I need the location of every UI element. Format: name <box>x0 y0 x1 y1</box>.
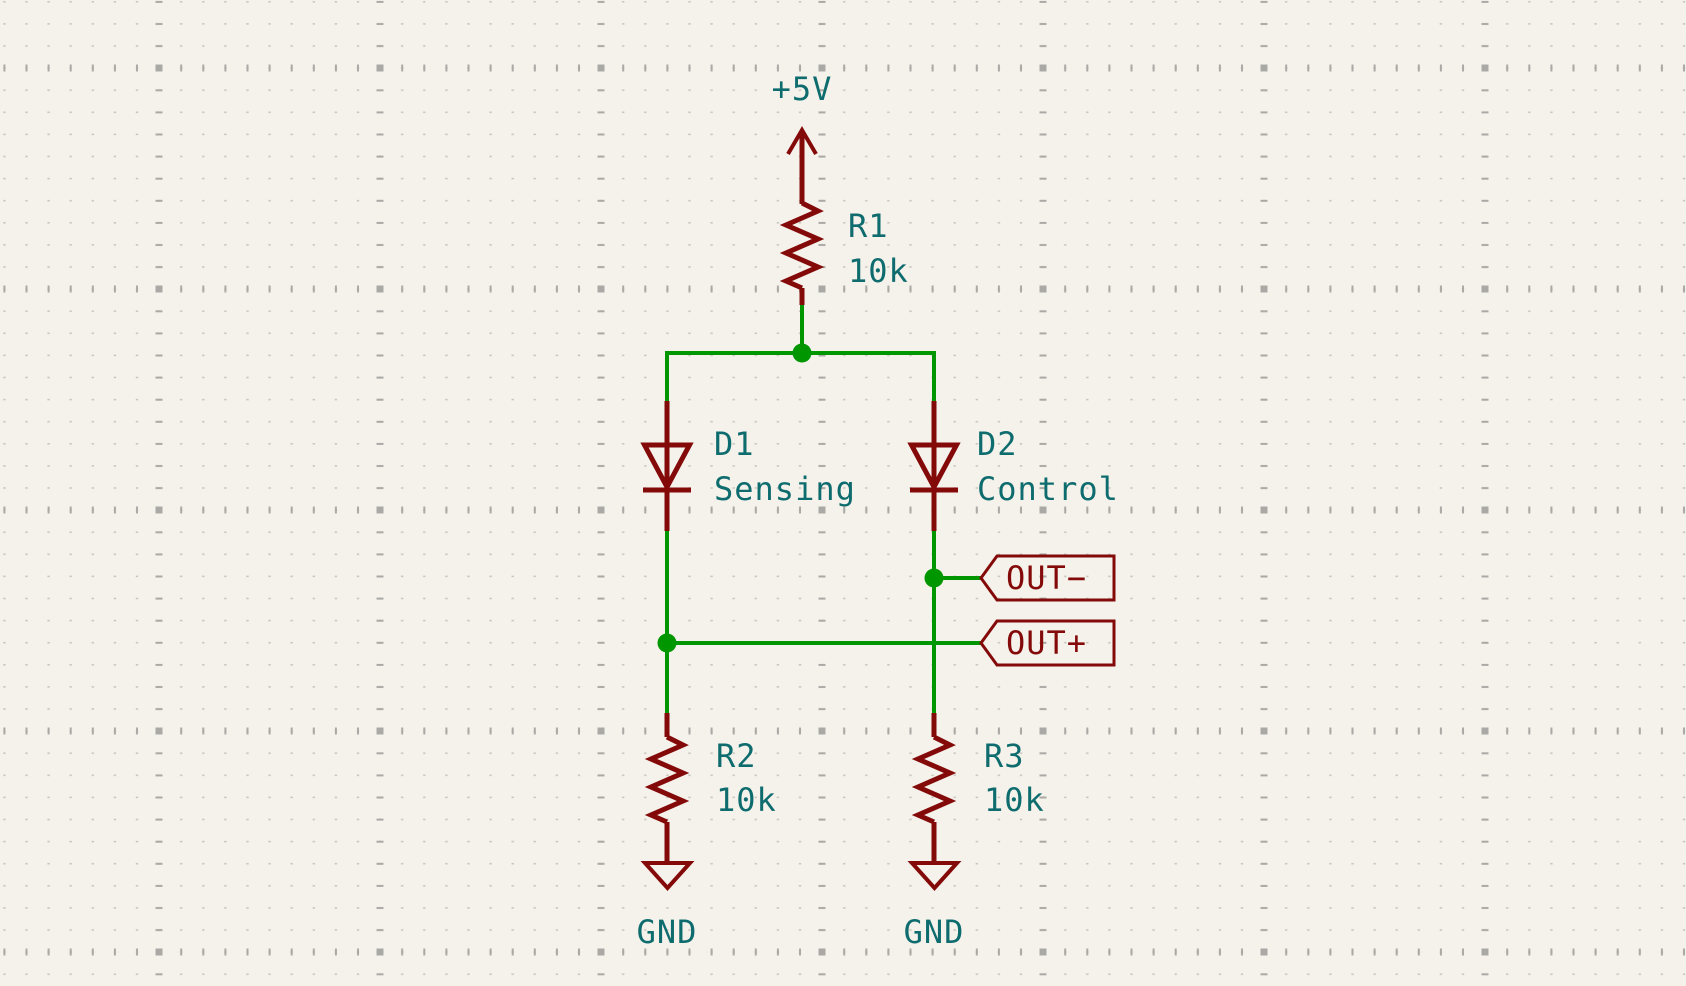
resistor-r1[interactable]: R1 10k <box>779 200 909 305</box>
power-symbol-5v[interactable]: +5V <box>772 70 833 204</box>
diode-d1-triangle <box>640 442 694 493</box>
gnd-left-label[interactable]: GND <box>637 913 698 951</box>
resistor-r2-body <box>644 734 690 825</box>
junction-out-plus[interactable] <box>657 633 677 653</box>
resistor-r3[interactable]: R3 10k <box>911 713 1045 863</box>
gnd-left-triangle-icon <box>640 861 695 891</box>
junction-bus[interactable] <box>792 343 812 363</box>
diode-d2-triangle <box>907 442 961 493</box>
power-5v-label[interactable]: +5V <box>772 70 833 108</box>
r1-reference[interactable]: R1 <box>848 207 889 245</box>
global-label-out-minus-outline <box>979 554 1116 602</box>
gnd-right-label[interactable]: GND <box>904 913 965 951</box>
r2-value[interactable]: 10k <box>716 781 777 819</box>
r2-reference[interactable]: R2 <box>716 737 757 775</box>
d1-value[interactable]: Sensing <box>714 470 856 508</box>
d2-reference[interactable]: D2 <box>977 425 1018 463</box>
power-symbol-gnd-left[interactable]: GND <box>637 861 698 951</box>
power-5v-arrow-icon <box>786 126 818 156</box>
d2-value[interactable]: Control <box>977 470 1119 508</box>
junction-out-minus[interactable] <box>924 568 944 588</box>
global-label-out-minus-text[interactable]: OUT− <box>1006 559 1087 597</box>
global-label-out-plus-text[interactable]: OUT+ <box>1006 624 1087 662</box>
resistor-r2[interactable]: R2 10k <box>644 713 777 863</box>
resistor-r3-body <box>911 734 957 825</box>
r3-reference[interactable]: R3 <box>984 737 1025 775</box>
gnd-right-triangle-icon <box>907 861 962 891</box>
r1-value[interactable]: 10k <box>848 252 909 290</box>
resistor-r1-body <box>779 200 825 291</box>
d1-reference[interactable]: D1 <box>714 425 755 463</box>
r3-value[interactable]: 10k <box>984 781 1045 819</box>
diode-d1[interactable]: D1 Sensing <box>640 401 856 531</box>
global-label-out-plus-outline <box>979 619 1116 667</box>
diode-d2[interactable]: D2 Control <box>907 401 1119 531</box>
power-symbol-gnd-right[interactable]: GND <box>904 861 965 951</box>
global-label-out-plus[interactable]: OUT+ <box>979 619 1116 667</box>
global-label-out-minus[interactable]: OUT− <box>979 554 1116 602</box>
